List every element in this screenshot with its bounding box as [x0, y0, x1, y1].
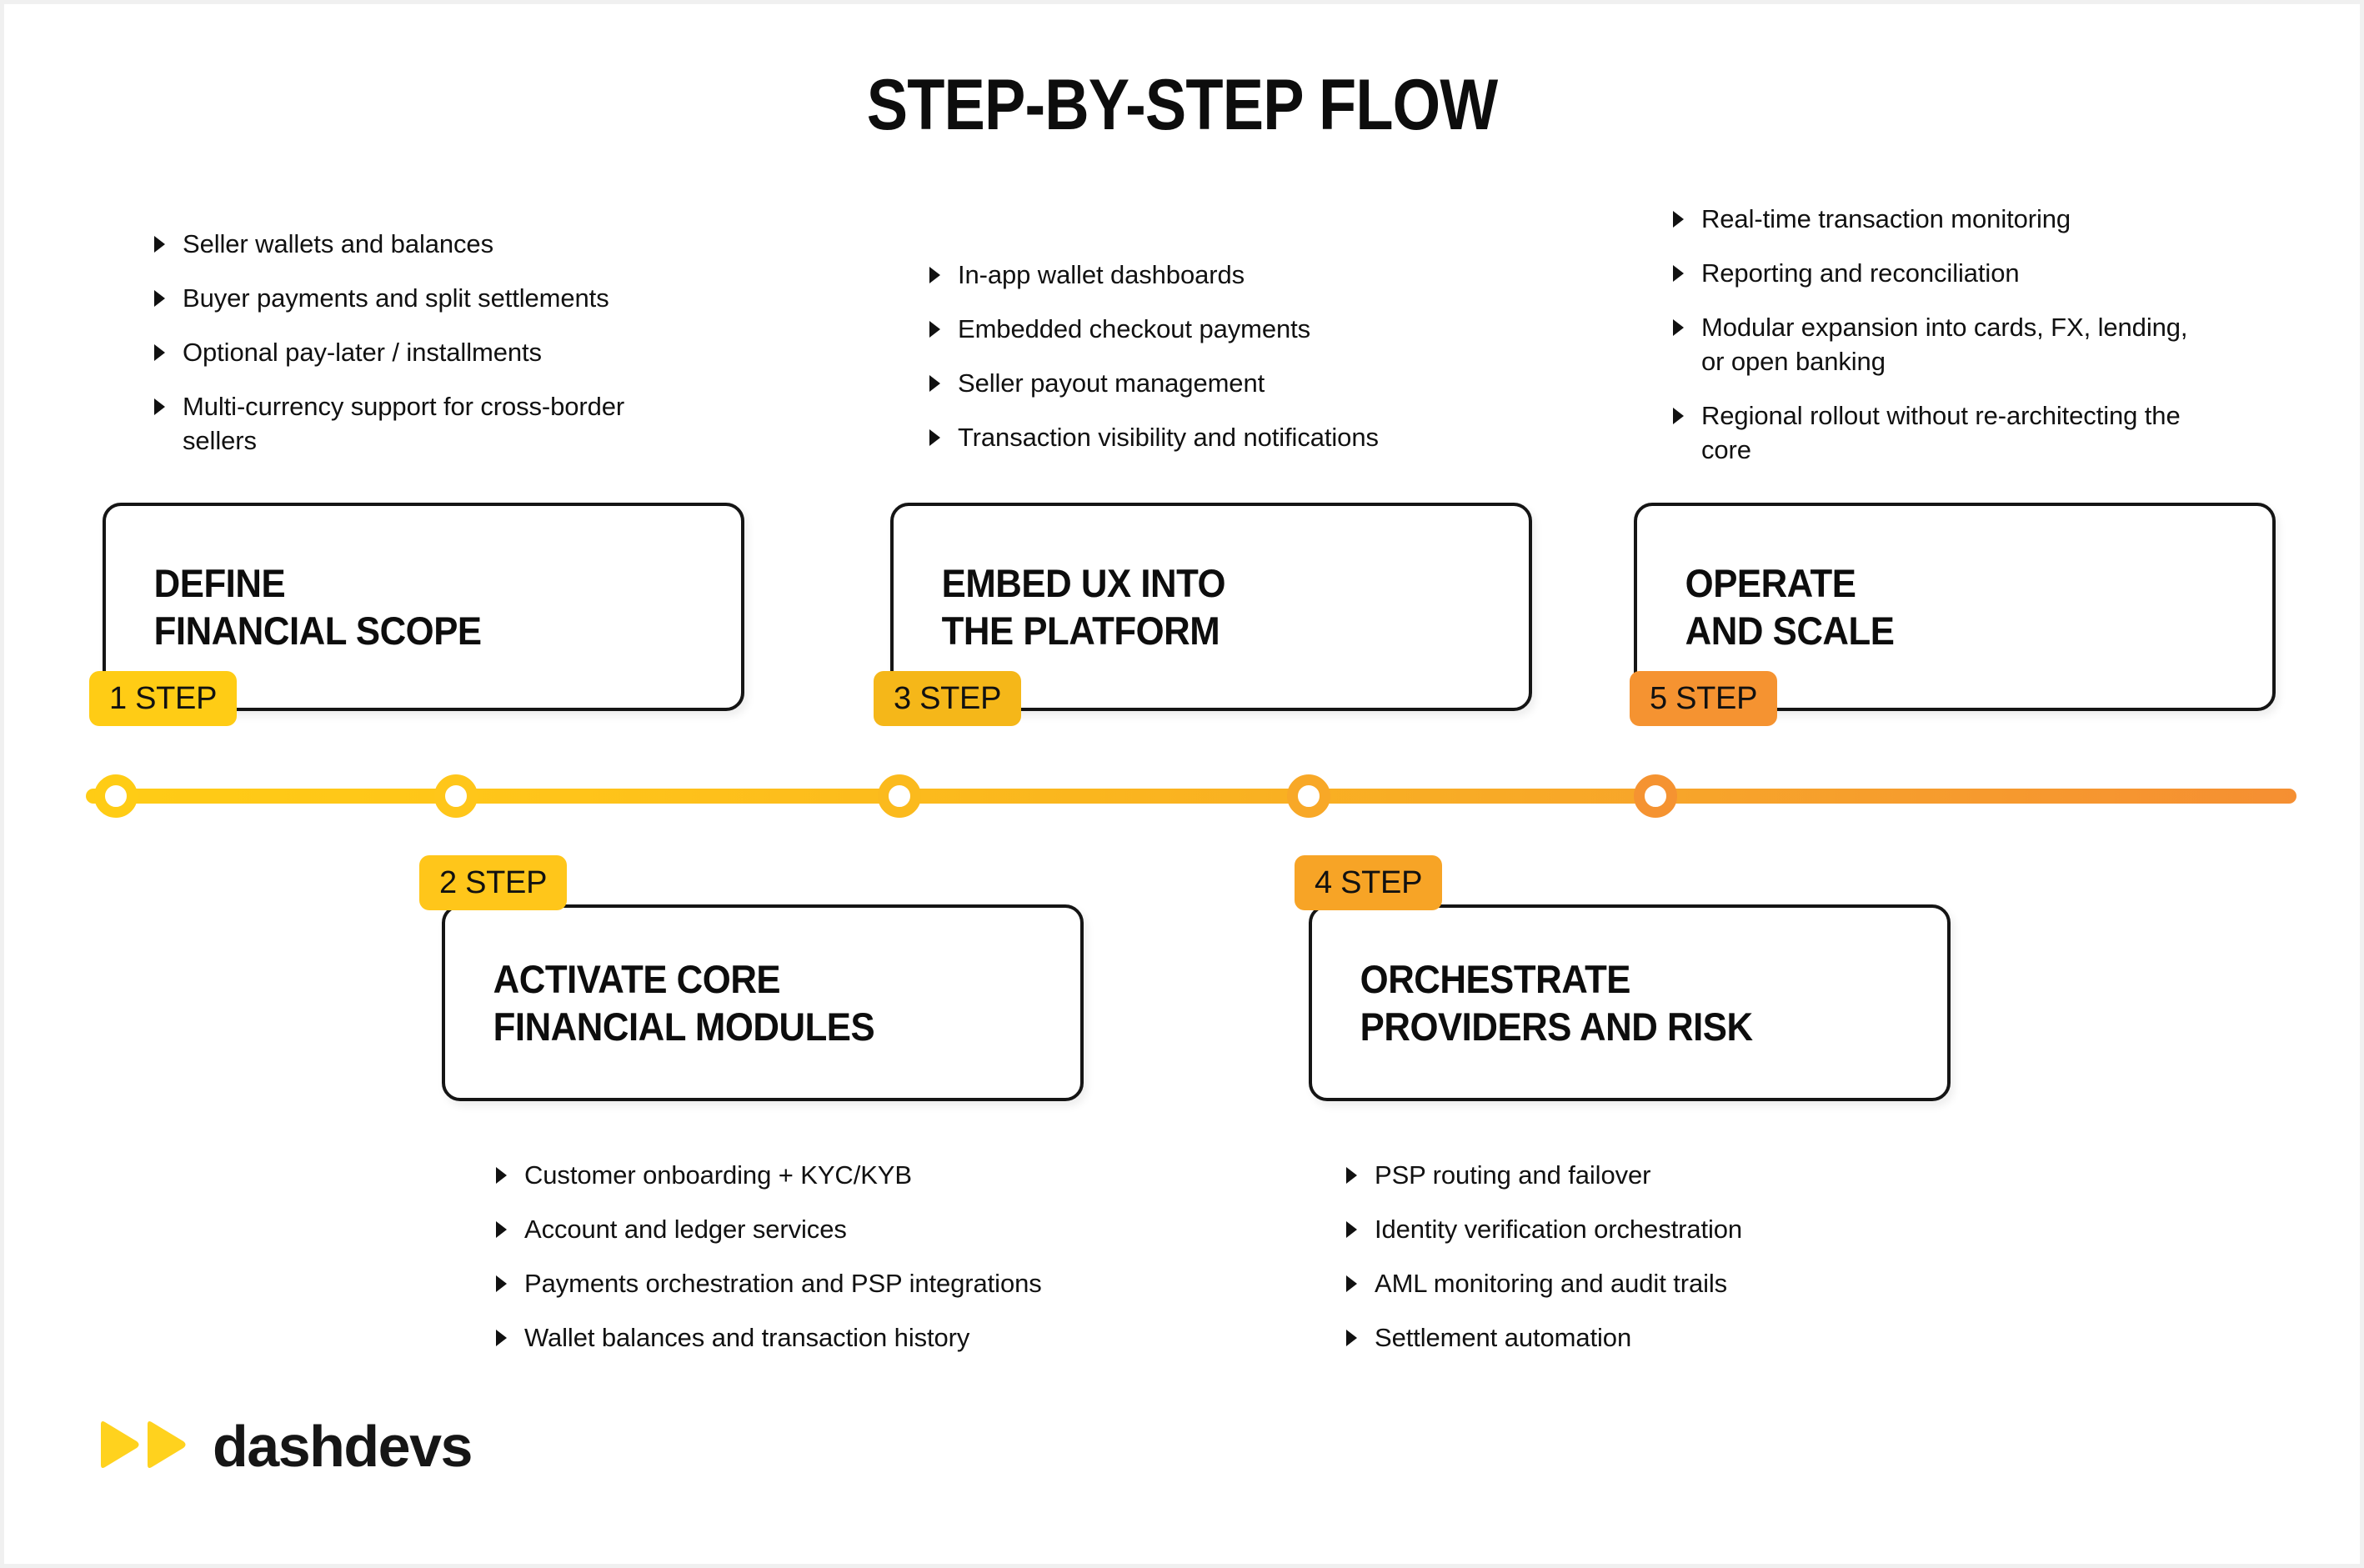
- step-card-2[interactable]: ACTIVATE CORE FINANCIAL MODULES: [442, 904, 1084, 1101]
- step-card-title: OPERATE AND SCALE: [1685, 560, 1895, 653]
- triangle-bullet-icon: [1671, 264, 1690, 283]
- list-item: Modular expansion into cards, FX, lendin…: [1671, 311, 2205, 379]
- brand-logo: dashdevs: [98, 1413, 473, 1480]
- timeline-node-4[interactable]: [1287, 774, 1330, 818]
- triangle-bullet-icon: [1345, 1166, 1363, 1185]
- timeline-node-5[interactable]: [1634, 774, 1677, 818]
- list-item: Settlement automation: [1345, 1321, 1945, 1355]
- triangle-bullet-icon: [1671, 407, 1690, 425]
- triangle-bullet-icon: [153, 398, 171, 416]
- triangle-bullet-icon: [153, 235, 171, 253]
- list-item: Wallet balances and transaction history: [494, 1321, 1094, 1355]
- timeline-node-3[interactable]: [878, 774, 921, 818]
- list-item: Optional pay-later / installments: [153, 336, 669, 370]
- bullet-list-step-1: Seller wallets and balances Buyer paymen…: [153, 228, 669, 458]
- list-item: Multi-currency support for cross-border …: [153, 390, 669, 458]
- triangle-bullet-icon: [928, 266, 946, 284]
- timeline-node-1[interactable]: [94, 774, 138, 818]
- list-item-label: Wallet balances and transaction history: [524, 1322, 970, 1352]
- list-item: Payments orchestration and PSP integrati…: [494, 1267, 1094, 1301]
- list-item-label: Regional rollout without re-architecting…: [1701, 400, 2181, 464]
- step-card-4[interactable]: ORCHESTRATE PROVIDERS AND RISK: [1309, 904, 1951, 1101]
- step-badge-5[interactable]: 5 STEP: [1630, 671, 1778, 726]
- list-item-label: Modular expansion into cards, FX, lendin…: [1701, 312, 2188, 376]
- list-item: Account and ledger services: [494, 1213, 1094, 1247]
- list-item: Customer onboarding + KYC/KYB: [494, 1159, 1094, 1193]
- bullet-list-step-3: In-app wallet dashboards Embedded checko…: [928, 258, 1461, 455]
- step-badge-1[interactable]: 1 STEP: [89, 671, 238, 726]
- list-item-label: PSP routing and failover: [1375, 1160, 1651, 1190]
- triangle-bullet-icon: [1345, 1220, 1363, 1239]
- triangle-bullet-icon: [1345, 1329, 1363, 1347]
- step-card-title: ACTIVATE CORE FINANCIAL MODULES: [493, 956, 875, 1049]
- triangle-bullet-icon: [494, 1275, 513, 1293]
- list-item: In-app wallet dashboards: [928, 258, 1461, 293]
- list-item: Transaction visibility and notifications: [928, 421, 1461, 455]
- list-item: Real-time transaction monitoring: [1671, 203, 2205, 237]
- brand-name: dashdevs: [213, 1414, 473, 1479]
- list-item-label: In-app wallet dashboards: [958, 260, 1245, 289]
- list-item-label: Seller wallets and balances: [183, 229, 493, 258]
- list-item-label: AML monitoring and audit trails: [1375, 1268, 1728, 1298]
- list-item: Reporting and reconciliation: [1671, 257, 2205, 291]
- step-badge-3[interactable]: 3 STEP: [874, 671, 1022, 726]
- list-item: Buyer payments and split settlements: [153, 282, 669, 316]
- timeline-track: [86, 789, 2296, 804]
- list-item-label: Identity verification orchestration: [1375, 1214, 1743, 1244]
- triangle-bullet-icon: [494, 1220, 513, 1239]
- list-item-label: Transaction visibility and notifications: [958, 422, 1379, 452]
- page-title: STEP-BY-STEP FLOW: [866, 65, 1498, 145]
- triangle-bullet-icon: [928, 428, 946, 447]
- list-item-label: Multi-currency support for cross-border …: [183, 391, 625, 455]
- list-item: Embedded checkout payments: [928, 313, 1461, 347]
- step-card-title: EMBED UX INTO THE PLATFORM: [941, 560, 1226, 653]
- triangle-bullet-icon: [1671, 318, 1690, 337]
- triangle-bullet-icon: [1345, 1275, 1363, 1293]
- list-item-label: Customer onboarding + KYC/KYB: [524, 1160, 912, 1190]
- list-item-label: Real-time transaction monitoring: [1701, 204, 2071, 233]
- list-item: Seller payout management: [928, 367, 1461, 401]
- list-item: Seller wallets and balances: [153, 228, 669, 262]
- list-item-label: Settlement automation: [1375, 1322, 1632, 1352]
- step-card-3[interactable]: EMBED UX INTO THE PLATFORM: [890, 503, 1532, 711]
- bullet-list-step-5: Real-time transaction monitoring Reporti…: [1671, 203, 2205, 467]
- step-badge-4[interactable]: 4 STEP: [1295, 855, 1443, 910]
- step-card-title: DEFINE FINANCIAL SCOPE: [153, 560, 482, 653]
- double-play-triangle-icon: [98, 1418, 191, 1475]
- list-item-label: Reporting and reconciliation: [1701, 258, 2020, 288]
- triangle-bullet-icon: [153, 289, 171, 308]
- triangle-bullet-icon: [494, 1166, 513, 1185]
- list-item-label: Payments orchestration and PSP integrati…: [524, 1268, 1042, 1298]
- bullet-list-step-4: PSP routing and failover Identity verifi…: [1345, 1159, 1945, 1355]
- triangle-bullet-icon: [494, 1329, 513, 1347]
- list-item-label: Buyer payments and split settlements: [183, 283, 609, 313]
- bullet-list-step-2: Customer onboarding + KYC/KYB Account an…: [494, 1159, 1094, 1355]
- step-card-title: ORCHESTRATE PROVIDERS AND RISK: [1360, 956, 1753, 1049]
- step-badge-2[interactable]: 2 STEP: [419, 855, 568, 910]
- timeline-node-2[interactable]: [434, 774, 478, 818]
- list-item: PSP routing and failover: [1345, 1159, 1945, 1193]
- triangle-bullet-icon: [928, 320, 946, 338]
- list-item: Identity verification orchestration: [1345, 1213, 1945, 1247]
- list-item-label: Account and ledger services: [524, 1214, 847, 1244]
- list-item: Regional rollout without re-architecting…: [1671, 399, 2205, 468]
- triangle-bullet-icon: [153, 343, 171, 362]
- list-item-label: Seller payout management: [958, 368, 1265, 398]
- list-item-label: Embedded checkout payments: [958, 313, 1311, 343]
- list-item: AML monitoring and audit trails: [1345, 1267, 1945, 1301]
- list-item-label: Optional pay-later / installments: [183, 337, 542, 367]
- triangle-bullet-icon: [1671, 210, 1690, 228]
- triangle-bullet-icon: [928, 374, 946, 393]
